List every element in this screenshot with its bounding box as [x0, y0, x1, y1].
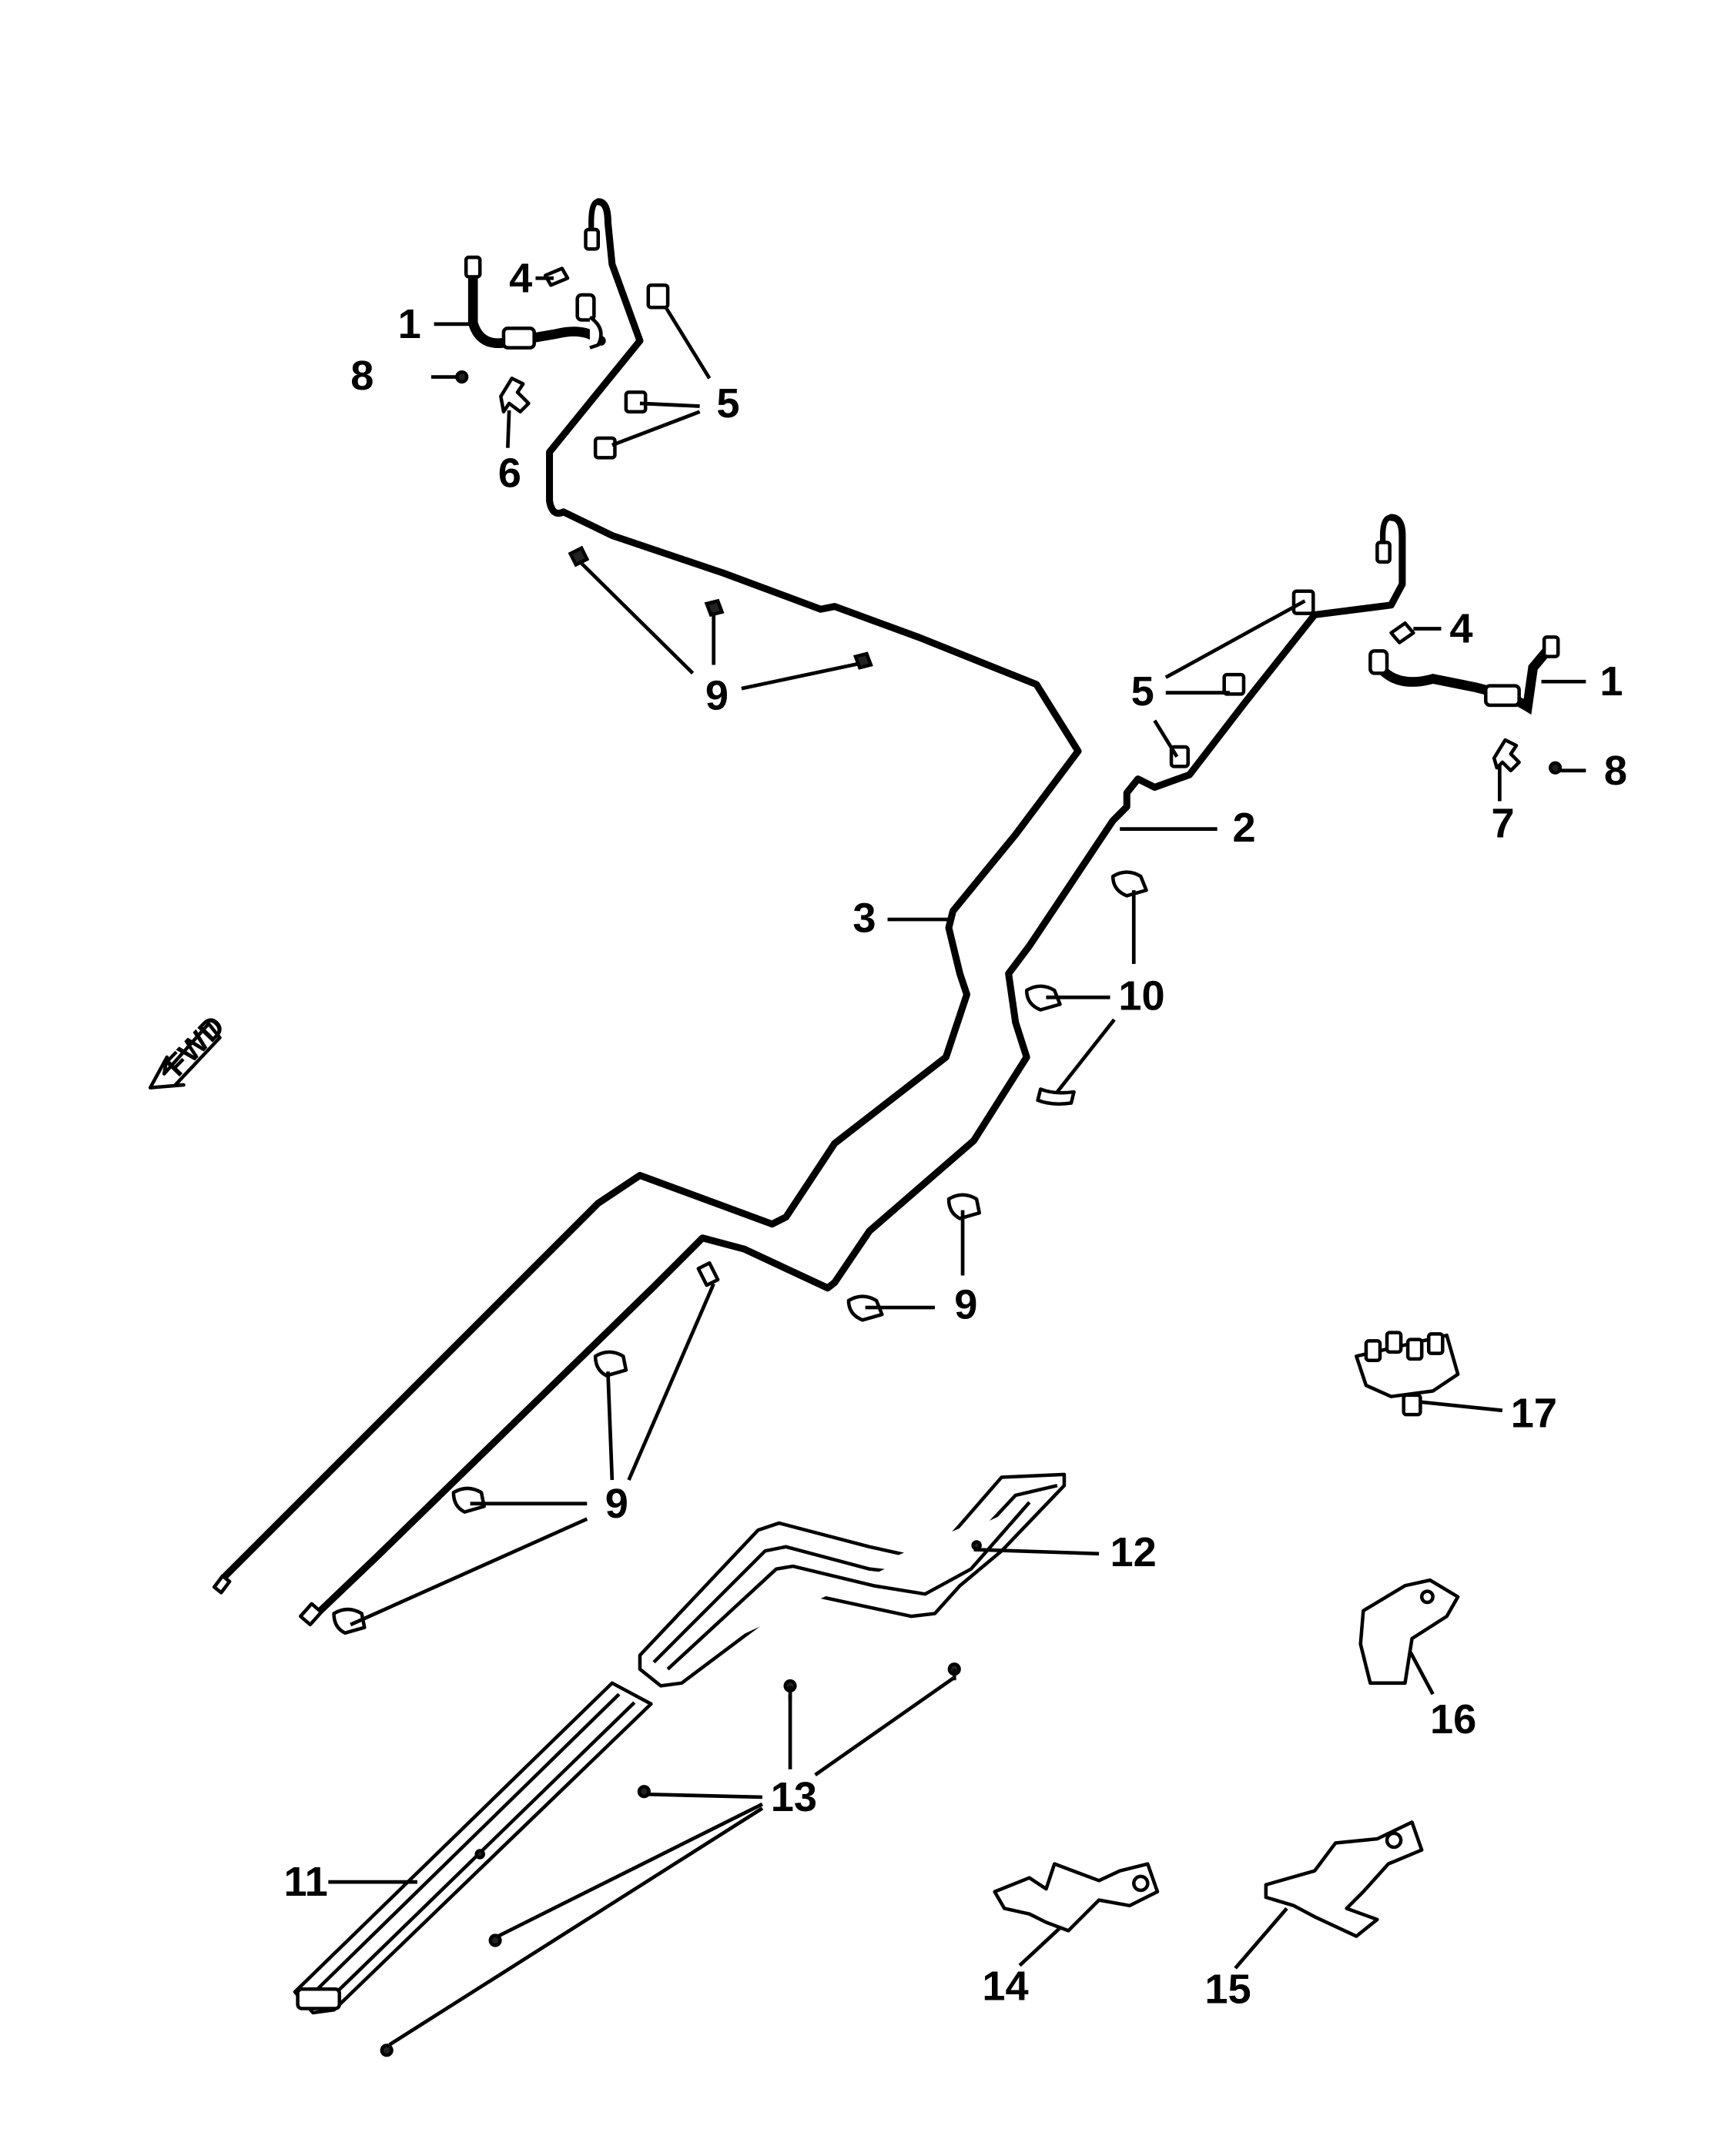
callout-1-right: 1: [1599, 658, 1623, 705]
brake-line-3: [219, 198, 1082, 1582]
callout-2: 2: [1233, 805, 1256, 851]
callout-10: 10: [1118, 973, 1164, 1019]
clip-9-a: [568, 545, 590, 567]
callout-3: 3: [852, 895, 876, 941]
callout-13: 13: [771, 1774, 817, 1820]
callout-15: 15: [1204, 1966, 1251, 2012]
brake-line-2-fitting: [1375, 541, 1392, 564]
brake-line-2-upper-tip: [1380, 514, 1395, 557]
clip-9-i: [332, 1607, 367, 1635]
clip-9-g: [593, 1350, 628, 1378]
callout-17: 17: [1511, 1390, 1557, 1436]
brake-hose-left: [464, 255, 606, 350]
callout-8-left: 8: [350, 353, 373, 399]
clip-9-f: [696, 1261, 720, 1287]
clip-9-b: [704, 598, 725, 618]
callout-11: 11: [284, 1859, 328, 1905]
callout-5-left: 5: [716, 380, 739, 427]
shield-12: [638, 1472, 1067, 1688]
clip-9-d: [946, 1193, 981, 1220]
callout-4-left: 4: [509, 255, 532, 301]
bracket-15-hole: [1385, 1831, 1403, 1850]
brake-line-3-upper-tip: [588, 199, 601, 243]
clip-5-left-c: [593, 436, 617, 460]
callout-12: 12: [1110, 1529, 1157, 1575]
clip-left: [499, 377, 531, 413]
callout-6: 6: [498, 450, 521, 496]
shield-11: [293, 1681, 653, 2015]
callout-5-right: 5: [1131, 668, 1154, 715]
fastener-13-c: [637, 1785, 651, 1799]
bolt-left: [431, 370, 469, 384]
callout-16: 16: [1430, 1696, 1476, 1743]
clip-10-b: [1024, 984, 1062, 1012]
bracket-15: [1264, 1820, 1424, 1938]
brake-line-2-end-fitting: [298, 1602, 323, 1627]
clip-5-right-b: [1222, 672, 1246, 696]
bracket-14-hole: [1132, 1874, 1150, 1893]
bracket-14: [993, 1862, 1160, 1933]
callout-8-right: 8: [1604, 748, 1627, 794]
clip-9-h: [451, 1486, 486, 1514]
callout-4-right: 4: [1449, 606, 1472, 652]
retainer-right: [1389, 621, 1415, 644]
callout-1-left: 1: [398, 301, 421, 347]
clip-5-left-a: [646, 283, 670, 310]
bracket-16-hole: [1419, 1589, 1435, 1605]
callout-9-top: 9: [705, 672, 729, 718]
brake-line-2: [309, 514, 1406, 1622]
clip-10-a: [1110, 870, 1148, 898]
fastener-13-e: [380, 2044, 394, 2057]
retainer-left: [543, 266, 570, 287]
callout-9-low: 9: [605, 1481, 628, 1527]
leader-lines: [328, 276, 1586, 2047]
fwd-arrow-icon: FWD: [148, 1009, 232, 1090]
bracket-16: [1358, 1578, 1460, 1686]
brake-line-3-fitting: [584, 227, 601, 251]
brake-hose-right: [1368, 635, 1560, 715]
callout-labels: 1 1 2 3 4 4 5 5 6 7 8 8 9 9 9 10 11 12 1…: [284, 255, 1627, 2012]
junction-block-17: [1355, 1331, 1460, 1417]
callout-14: 14: [982, 1964, 1028, 2010]
brake-line-3-end-fitting: [212, 1574, 232, 1595]
fastener-13-d: [488, 1933, 502, 1947]
callout-7: 7: [1492, 800, 1515, 846]
clip-10-c: [1036, 1087, 1076, 1106]
bolt-right: [1549, 761, 1586, 775]
callout-9-mid-a: 9: [954, 1282, 977, 1328]
